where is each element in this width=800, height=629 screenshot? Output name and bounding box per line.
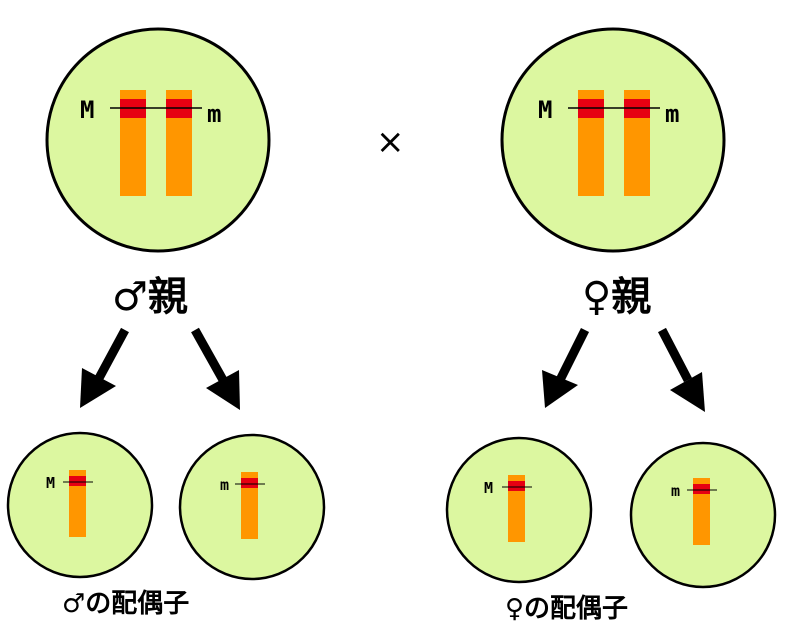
male-arrows (80, 330, 240, 410)
female-gamete-2: m (631, 443, 775, 587)
female-parent-cell: M m (502, 29, 724, 251)
female-parent-label: ♀親 (582, 274, 651, 320)
female-gamete-2-gene-band (693, 484, 710, 494)
male-parent-label: ♂親 (112, 274, 188, 320)
female-parent-gene-1: M (538, 96, 552, 124)
male-parent-gene-1: M (80, 96, 94, 124)
female-gamete-1-gene: M (484, 479, 493, 497)
male-parent-membrane (47, 29, 269, 251)
male-gamete-2-gene-band (241, 478, 258, 488)
male-gamete-1: M (8, 433, 152, 577)
female-parent-gene-2: m (665, 100, 679, 128)
male-gamete-1-gene: M (46, 474, 55, 492)
female-parent-membrane (502, 29, 724, 251)
arrow-male-to-gamete-2 (195, 330, 240, 410)
female-gamete-2-gene: m (671, 482, 680, 500)
male-gamete-2-gene: m (220, 476, 229, 494)
female-gametes-label: ♀の配偶子 (505, 594, 628, 624)
male-parent-cell: M m (47, 29, 269, 251)
male-gametes-label: ♂の配偶子 (62, 589, 189, 619)
cross-symbol: × (376, 122, 405, 162)
arrow-male-to-gamete-1 (80, 330, 125, 408)
male-gamete-2: m (180, 435, 324, 579)
female-gamete-1-gene-band (508, 481, 525, 491)
female-gamete-1: M (447, 438, 591, 582)
male-parent-gene-2: m (207, 100, 221, 128)
arrow-female-to-gamete-2 (662, 330, 705, 412)
female-arrows (542, 330, 705, 412)
male-gamete-1-gene-band (69, 476, 86, 486)
arrow-female-to-gamete-1 (542, 330, 585, 408)
